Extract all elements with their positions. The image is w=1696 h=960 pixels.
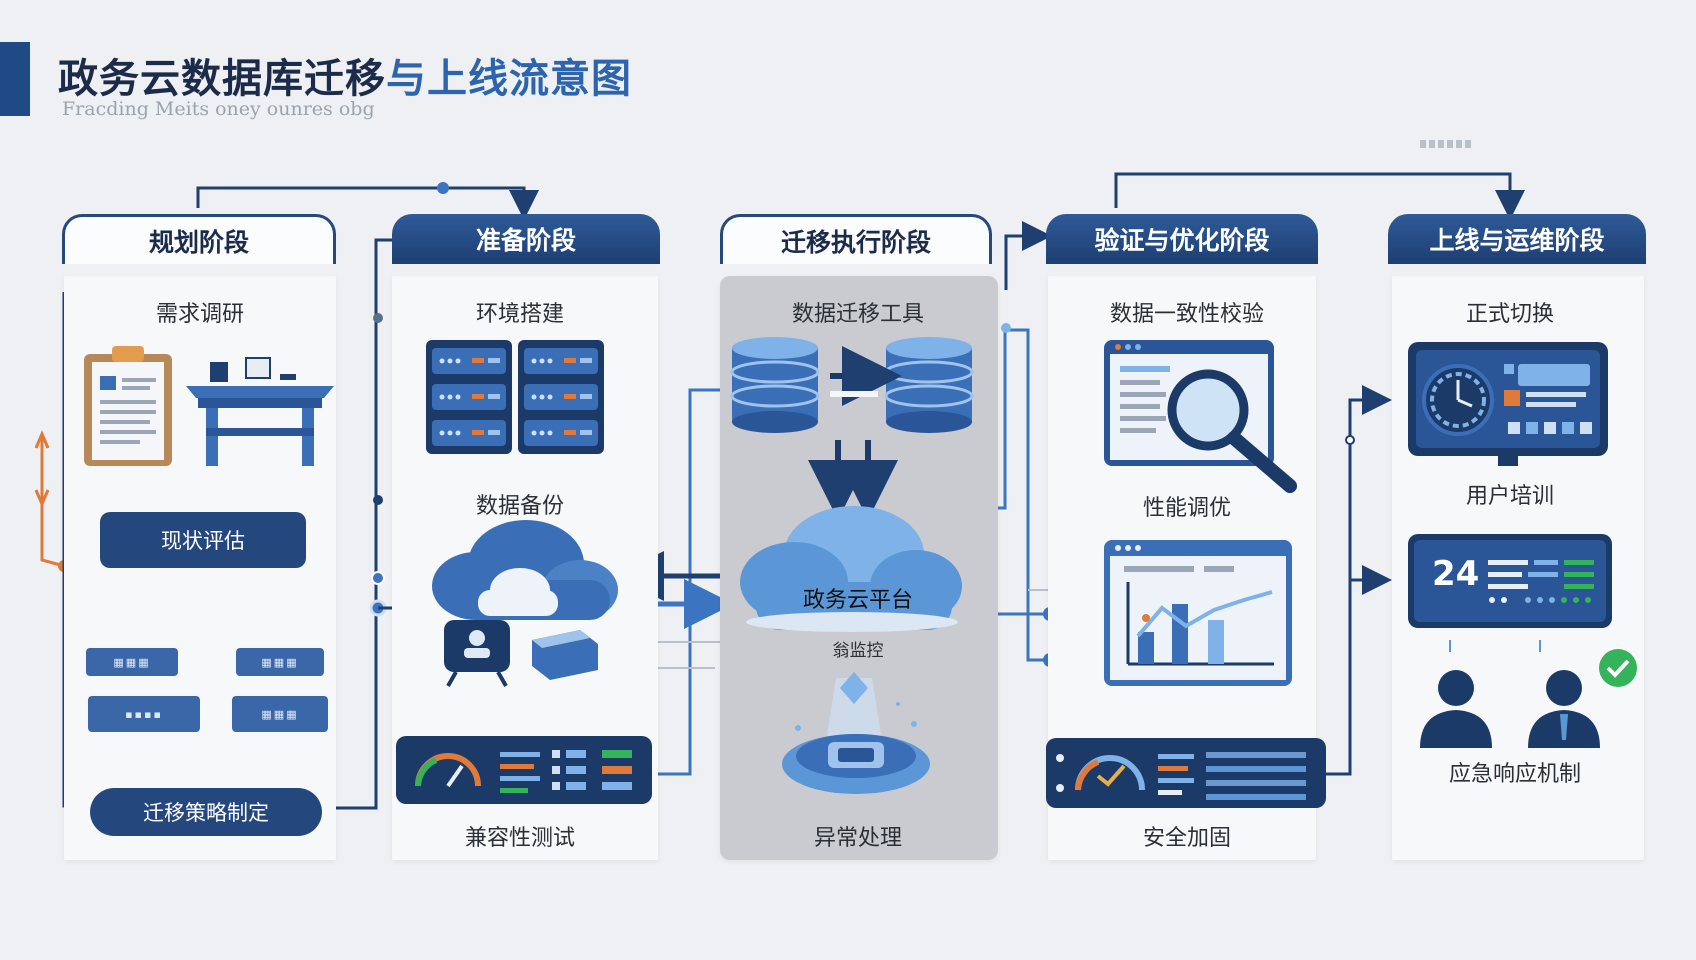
support-lines [1488, 560, 1594, 603]
item-exception-handling: 异常处理 [813, 826, 902, 851]
item-migration-tool: 数据迁移工具 [791, 302, 924, 327]
ops-monitor-icon [1408, 342, 1608, 466]
tab-phase-launch[interactable]: 上线与运维阶段 [1388, 214, 1646, 264]
exception-handling-icon [782, 672, 930, 794]
item-requirements: 需求调研 [155, 302, 244, 327]
page-title: 政务云数据库迁移与上线流意图 [58, 56, 632, 102]
title-accent-bar [0, 42, 30, 116]
tab-phase-verification[interactable]: 验证与优化阶段 [1046, 214, 1318, 264]
item-backup: 数据备份 [475, 494, 564, 519]
item-consistency-check: 数据一致性校验 [1109, 302, 1264, 327]
user-icon [1420, 640, 1600, 748]
item-monitoring: 翁监控 [832, 641, 884, 661]
chip-2: ▦▦▦ [236, 648, 324, 676]
decorative-mark [1420, 140, 1472, 148]
gauge-panel-icon [1046, 738, 1326, 808]
support-display: 24 [1408, 534, 1612, 628]
database-icon [730, 335, 974, 520]
page-subtitle: Fracding Meits oney ounres obg [62, 98, 375, 120]
item-perf-tuning: 性能调优 [1142, 496, 1231, 521]
dashboard-icon [396, 736, 652, 804]
magnifier-icon [1104, 340, 1297, 493]
cloud-backup-icon [432, 520, 618, 687]
item-compat-test: 兼容性测试 [464, 826, 575, 851]
cloud-platform-icon [740, 506, 962, 632]
tab-phase-preparation[interactable]: 准备阶段 [392, 214, 660, 264]
clipboard-icon [84, 346, 172, 466]
item-environment: 环境搭建 [475, 302, 564, 327]
server-rack-icon [426, 340, 604, 454]
chip-3: ▪▪▪▪ [88, 696, 200, 732]
support-hours-number: 24 [1432, 554, 1480, 594]
chip-1: ▦▦▦ [86, 648, 178, 676]
item-cloud-platform: 政务云平台 [802, 588, 913, 613]
chart-monitor-icon [1104, 540, 1292, 686]
item-assessment[interactable]: 现状评估 [100, 512, 306, 568]
check-icon [1599, 649, 1637, 687]
tab-phase-migration[interactable]: 迁移执行阶段 [720, 214, 992, 264]
desk-icon [186, 357, 334, 466]
chip-4: ▦▦▦ [232, 696, 328, 732]
item-strategy[interactable]: 迁移策略制定 [90, 788, 322, 836]
item-emergency-response: 应急响应机制 [1448, 762, 1581, 787]
item-user-training: 用户培训 [1465, 484, 1554, 509]
item-security: 安全加固 [1142, 826, 1231, 851]
tab-phase-planning[interactable]: 规划阶段 [62, 214, 336, 264]
item-cutover: 正式切换 [1465, 302, 1554, 327]
